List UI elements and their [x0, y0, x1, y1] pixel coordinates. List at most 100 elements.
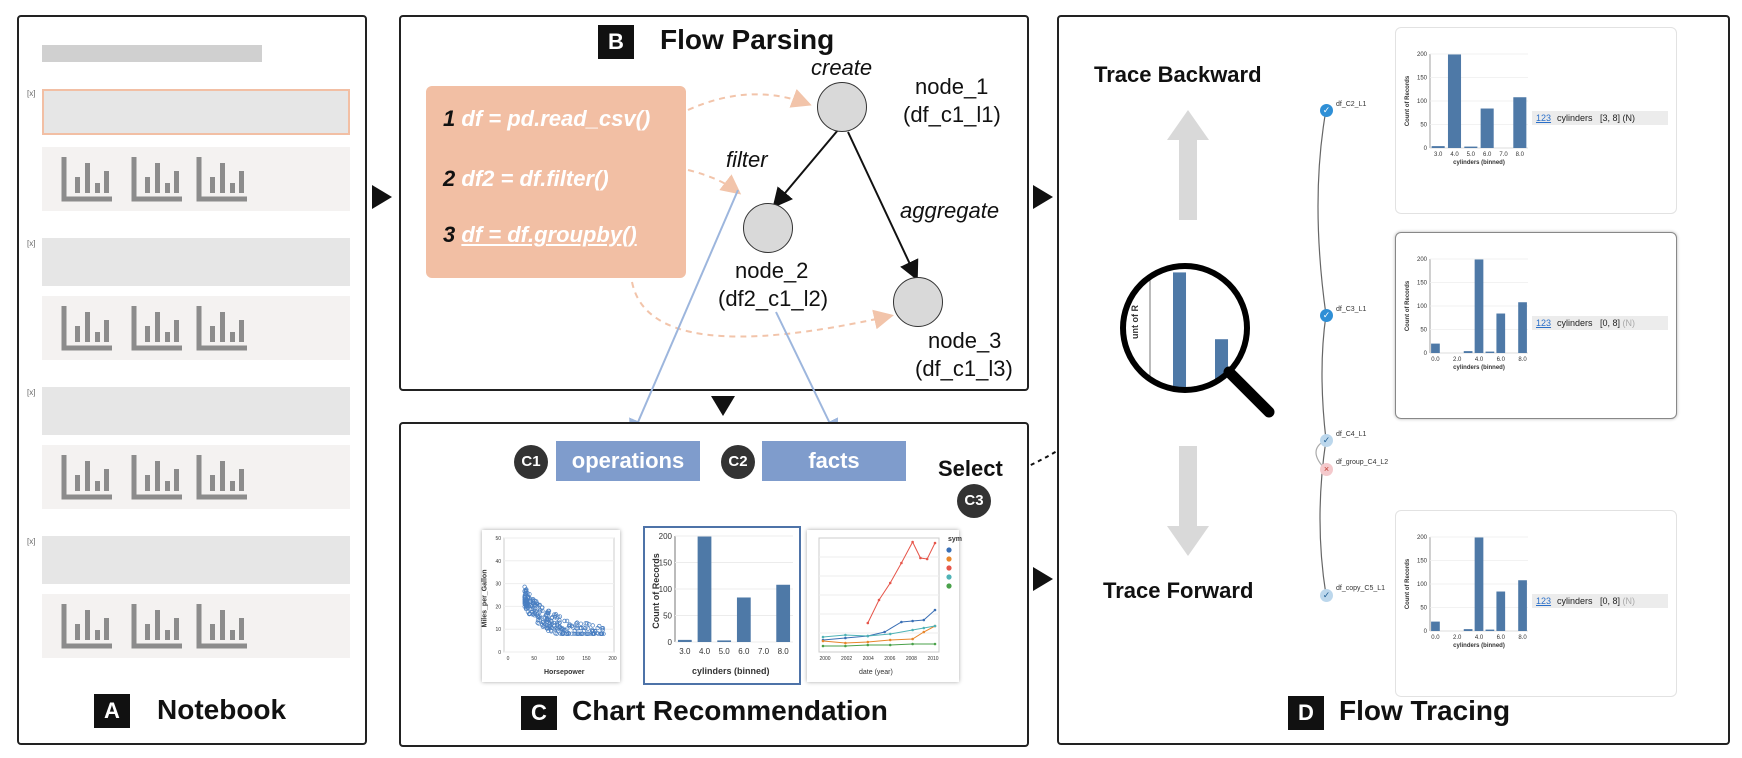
notebook-code-cell[interactable]	[42, 536, 350, 584]
scatter-point	[581, 628, 587, 633]
series-point	[877, 598, 881, 602]
facts-button[interactable]: facts	[762, 441, 906, 481]
operations-button[interactable]: operations	[556, 441, 700, 481]
bar	[1485, 629, 1495, 631]
scatter-point	[546, 628, 551, 633]
scatter-point	[567, 622, 572, 628]
bar-chart-icon	[61, 604, 112, 649]
scatter-point	[543, 612, 549, 618]
trace-node-df-c3-l1[interactable]: ✓	[1320, 309, 1333, 322]
y-tick-label: 50	[1420, 123, 1427, 129]
trace-node-df-copy-c5-l1[interactable]: ✓	[1320, 589, 1333, 602]
x-tick-label: 5.0	[1467, 152, 1476, 158]
series-point	[866, 621, 870, 625]
y-tick-label: 0	[668, 638, 673, 647]
notebook-output-cell[interactable]	[42, 445, 350, 509]
scatter-point	[534, 599, 539, 604]
scatter-point	[559, 631, 565, 636]
scatter-point	[530, 612, 535, 617]
legend-swatch	[946, 583, 952, 589]
notebook-code-cell[interactable]	[42, 238, 350, 286]
notebook-code-cell[interactable]	[42, 387, 350, 435]
code-line-3: 3 df = df.groupby()	[443, 222, 637, 247]
flow-node-2[interactable]	[743, 203, 793, 253]
bar-chart-icon	[131, 157, 182, 202]
scatter-point	[590, 623, 595, 628]
code-snippet-box[interactable]: 1 df = pd.read_csv() 2 df2 = df.filter()…	[426, 86, 686, 278]
bar	[1431, 621, 1440, 631]
series-point	[888, 632, 892, 636]
node-1-id: (df_c1_l1)	[903, 102, 1001, 127]
scatter-point	[530, 601, 536, 606]
scatter-point	[535, 604, 540, 609]
y-tick-label: 50	[1420, 606, 1427, 612]
flow-node-3[interactable]	[893, 277, 943, 327]
node-2-name: node_2	[735, 258, 809, 283]
scatter-point	[585, 626, 591, 631]
y-tick-label: 10	[495, 627, 501, 633]
scatter-point	[555, 628, 561, 634]
bar	[1496, 591, 1506, 631]
y-tick-label: 200	[1417, 52, 1428, 58]
scatter-point	[578, 631, 583, 636]
bar	[1447, 54, 1462, 148]
bar-chart-icon	[196, 306, 247, 351]
notebook-output-cell[interactable]	[42, 147, 350, 211]
trace-forward-label: Trace Forward	[1103, 578, 1254, 603]
scatter-point	[575, 631, 580, 636]
series-point	[922, 626, 926, 630]
x-tick-label: 2.0	[1453, 357, 1462, 363]
edge-label-aggregate: aggregate	[900, 198, 1000, 223]
scatter-point	[592, 628, 598, 634]
panel-b-title: Flow Parsing	[660, 24, 835, 55]
notebook-output-cell[interactable]	[42, 296, 350, 360]
trace-node-df-group-c4-l2[interactable]: ×	[1320, 463, 1333, 476]
series-point	[844, 644, 847, 648]
scatter-point	[525, 603, 530, 608]
panel-a-tag: A	[94, 694, 130, 728]
select-label: Select	[938, 456, 1003, 481]
c3-badge[interactable]: C3	[957, 484, 991, 518]
trace-label-df-c3-l1: df_C3_L1	[1336, 306, 1367, 313]
bar-chart-icon	[61, 455, 112, 500]
bar-chart-icon	[196, 604, 247, 649]
node-1-name: node_1	[915, 74, 989, 99]
x-tick-label: 7.0	[1499, 152, 1508, 158]
scatter-point	[522, 593, 528, 598]
series-point	[900, 620, 903, 624]
link-line1	[687, 88, 812, 111]
edge-label-filter: filter	[726, 147, 768, 172]
y-tick-label: 30	[495, 582, 501, 588]
trace-node-df-c2-l1[interactable]: ✓	[1320, 104, 1333, 117]
bar-chart-icon	[131, 306, 182, 351]
bar	[736, 597, 751, 642]
scatter-point	[596, 631, 601, 636]
y-tick-label: 40	[495, 559, 501, 565]
trace-node-df-c4-l1[interactable]: ✓	[1320, 434, 1333, 447]
notebook-output-cell[interactable]	[42, 594, 350, 658]
connector-filter-operations	[629, 189, 739, 440]
cell-marker: [x]	[27, 89, 36, 98]
flow-node-1[interactable]	[817, 82, 867, 132]
trace-label-df-group-c4-l2: df_group_C4_L2	[1336, 459, 1389, 466]
c2-badge: C2	[721, 445, 755, 479]
bar	[1474, 537, 1484, 631]
series-point	[844, 636, 847, 640]
series-point	[866, 643, 870, 647]
x-tick-label: 6.0	[738, 647, 750, 656]
series-point	[911, 628, 914, 632]
connector-node2-facts	[775, 311, 839, 440]
notebook-code-cell-selected[interactable]	[42, 89, 350, 135]
panel-b-tag: B	[598, 25, 634, 59]
